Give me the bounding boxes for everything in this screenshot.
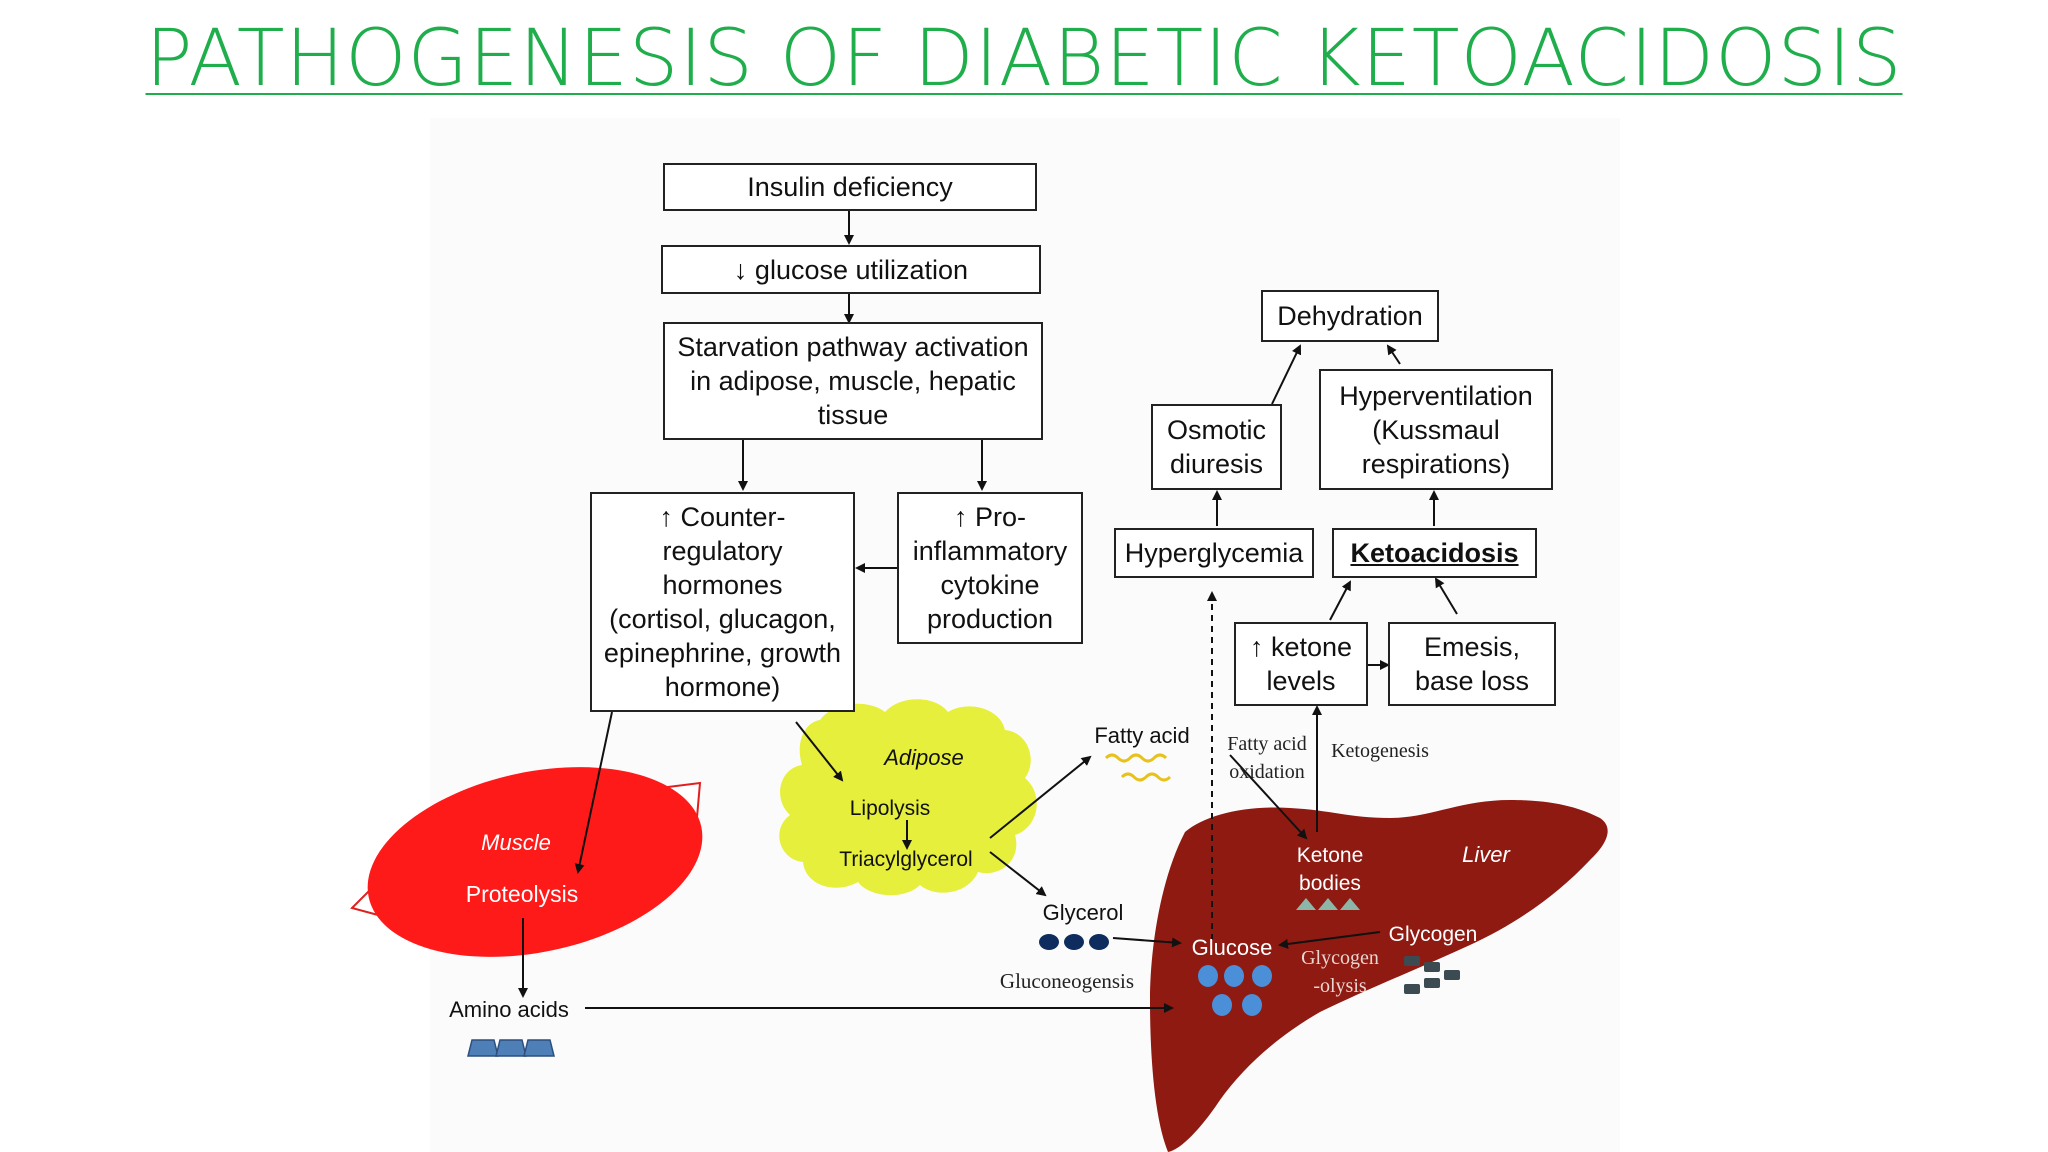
slide-title: PATHOGENESIS OF DIABETIC KETOACIDOSIS bbox=[145, 14, 1903, 104]
ketone-bodies-label: Ketone bbox=[1297, 844, 1364, 867]
ketoacidosis-box: Ketoacidosis bbox=[1332, 528, 1537, 578]
fatty-acid-oxidation-label-2: oxidation bbox=[1229, 761, 1305, 783]
ketone-bodies-icon bbox=[1296, 898, 1360, 910]
ketogenesis-label: Ketogenesis bbox=[1331, 740, 1429, 762]
counter-regulatory-hormones-box: ↑ Counter- regulatory hormones (cortisol… bbox=[590, 492, 855, 712]
hyperventilation-box: Hyperventilation (Kussmaul respirations) bbox=[1319, 369, 1553, 490]
fatty-acid-label: Fatty acid bbox=[1094, 723, 1189, 748]
glucose-icon bbox=[1198, 965, 1272, 1016]
hyperglycemia-box: Hyperglycemia bbox=[1114, 528, 1314, 578]
muscle-label: Muscle bbox=[481, 830, 551, 855]
fatty-acid-icon bbox=[1104, 753, 1168, 763]
ketone-bodies-label-2: bodies bbox=[1299, 872, 1361, 895]
lipolysis-label: Lipolysis bbox=[850, 797, 931, 820]
insulin-deficiency-box: Insulin deficiency bbox=[663, 163, 1037, 211]
triacylglycerol-label: Triacylglycerol bbox=[839, 848, 972, 871]
adipose-shape bbox=[779, 699, 1037, 896]
glucose-utilization-box: ↓ glucose utilization bbox=[661, 245, 1041, 294]
proteolysis-label: Proteolysis bbox=[466, 881, 578, 907]
pro-inflammatory-cytokine-box: ↑ Pro- inflammatory cytokine production bbox=[897, 492, 1083, 644]
amino-acid-icon bbox=[467, 1039, 555, 1057]
glucose-label: Glucose bbox=[1192, 935, 1273, 960]
glycerol-icon bbox=[1039, 934, 1109, 950]
ketone-levels-box: ↑ ketone levels bbox=[1234, 622, 1368, 706]
emesis-base-loss-box: Emesis, base loss bbox=[1388, 622, 1556, 706]
adipose-label: Adipose bbox=[882, 745, 964, 770]
osmotic-diuresis-box: Osmotic diuresis bbox=[1151, 404, 1282, 490]
glycogenolysis-label-2: -olysis bbox=[1313, 975, 1367, 997]
liver-shape bbox=[1150, 800, 1608, 1152]
glycogen-icon bbox=[1404, 956, 1460, 994]
dehydration-box: Dehydration bbox=[1261, 290, 1439, 342]
liver-label: Liver bbox=[1462, 842, 1511, 867]
amino-acids-label: Amino acids bbox=[449, 997, 569, 1022]
muscle-shape bbox=[367, 767, 703, 957]
glycogen-label: Glycogen bbox=[1389, 923, 1478, 946]
starvation-pathway-box: Starvation pathway activation in adipose… bbox=[663, 322, 1043, 440]
glycerol-label: Glycerol bbox=[1043, 900, 1124, 925]
gluconeogenesis-label: Gluconeogensis bbox=[1000, 969, 1134, 993]
glycogenolysis-label: Glycogen bbox=[1301, 947, 1379, 969]
fatty-acid-oxidation-label: Fatty acid bbox=[1227, 733, 1306, 755]
